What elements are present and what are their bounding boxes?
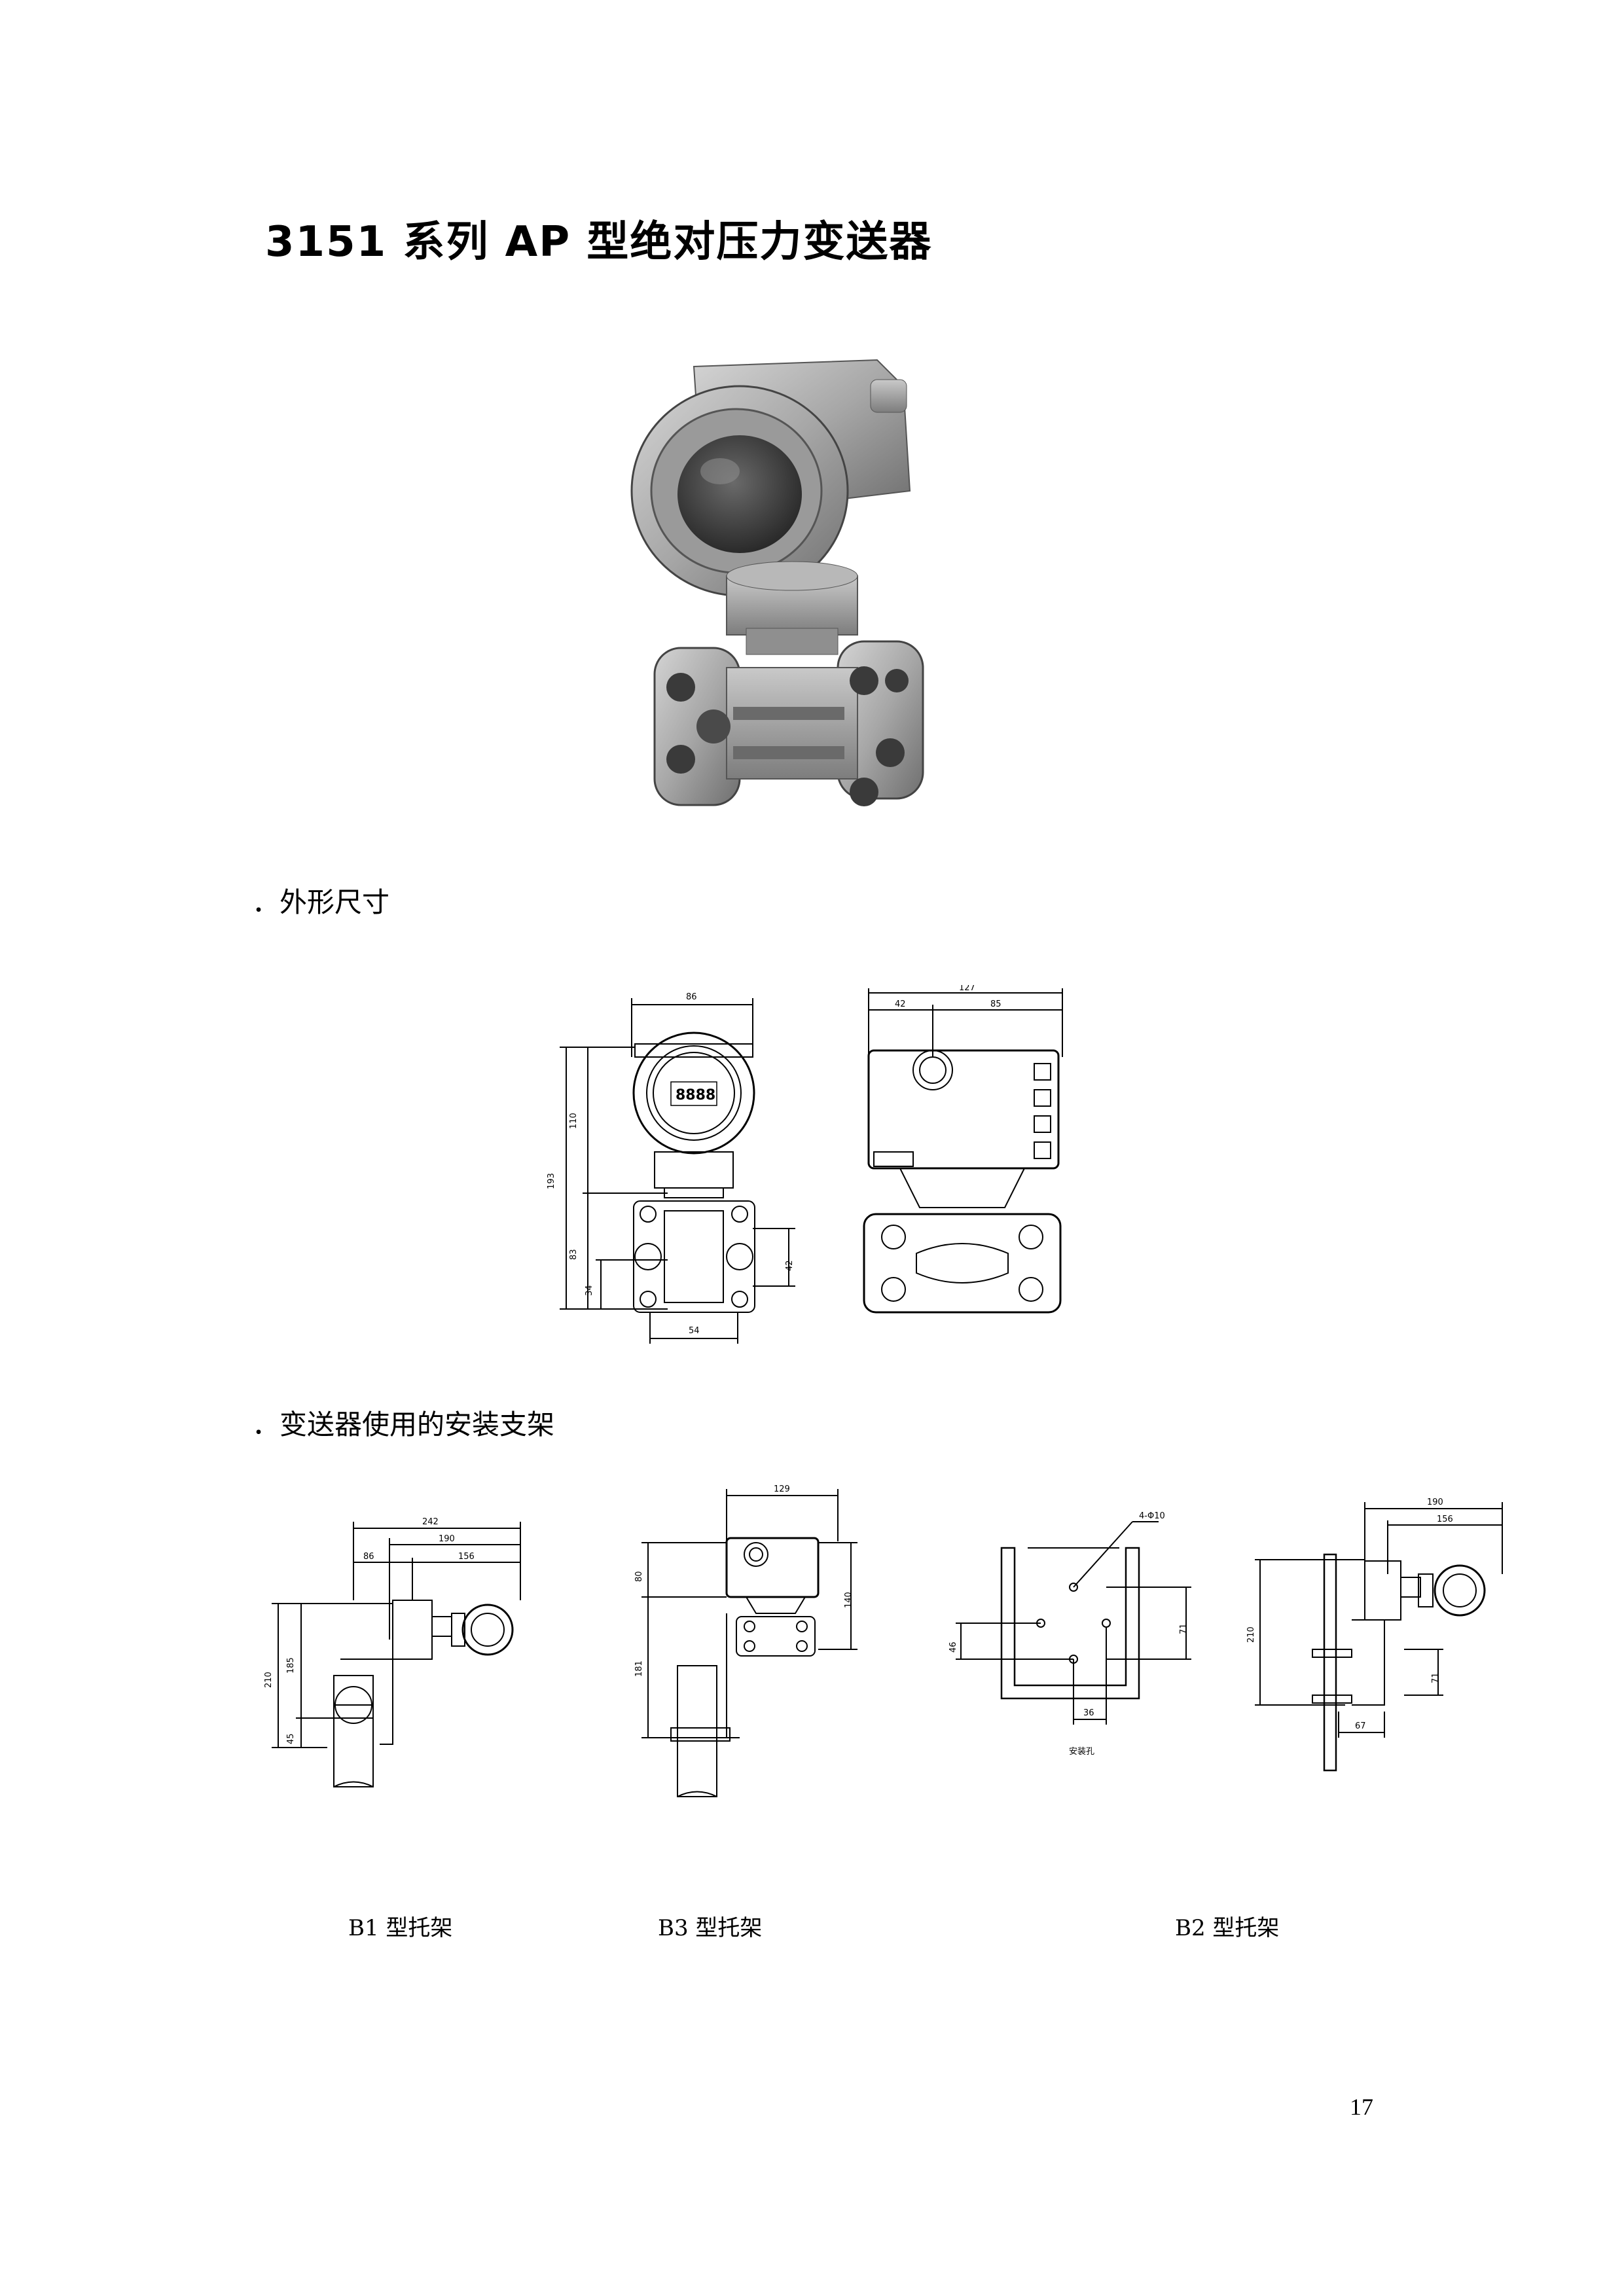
dim-36: 36 — [1083, 1708, 1094, 1718]
dim-54: 54 — [689, 1326, 700, 1336]
caption-b3: B3 型托架 — [658, 1915, 763, 1941]
dim-110: 110 — [569, 1113, 579, 1129]
mounting-holes-label: 安装孔 — [1069, 1747, 1094, 1757]
side-view-drawing: 127 42 85 — [854, 985, 1077, 1325]
b3-bracket-drawing: 129 80 181 140 — [628, 1482, 877, 1803]
dim-210: 210 — [264, 1672, 274, 1688]
dim-46: 46 — [948, 1641, 958, 1653]
dim-242: 242 — [422, 1517, 439, 1527]
page-title: 3151 系列 AP 型绝对压力变送器 — [265, 218, 933, 266]
dim-185: 185 — [286, 1657, 296, 1674]
dim-45: 45 — [286, 1733, 296, 1744]
dim-85: 85 — [990, 999, 1001, 1009]
dim-86-b1: 86 — [363, 1552, 374, 1562]
page-number: 17 — [1350, 2094, 1373, 2120]
dim-129: 129 — [774, 1484, 790, 1494]
dim-193: 193 — [547, 1173, 556, 1189]
lcd-digits: 8888 — [676, 1087, 715, 1103]
dim-71: 71 — [1179, 1623, 1189, 1634]
dim-156-b2: 156 — [1437, 1515, 1453, 1524]
dim-86: 86 — [686, 992, 697, 1002]
dim-71-b2: 71 — [1431, 1672, 1441, 1683]
mounting-plate-drawing: 4-Φ10 46 71 36 安装孔 — [943, 1496, 1218, 1784]
section-heading-brackets: ．变送器使用的安装支架 — [252, 1408, 555, 1441]
b2-bracket-drawing: 190 156 210 71 67 — [1247, 1496, 1522, 1784]
front-view-drawing: 86 193 110 83 34 8888 42 54 — [537, 985, 812, 1352]
section-heading-dimensions: ．外形尺寸 — [252, 886, 390, 918]
b1-bracket-drawing: 242 190 86 156 210 185 45 — [262, 1509, 537, 1797]
dim-210-b2: 210 — [1247, 1626, 1256, 1643]
hole-spec: 4-Φ10 — [1139, 1511, 1165, 1521]
dim-83: 83 — [569, 1249, 579, 1260]
dim-140: 140 — [844, 1592, 854, 1608]
dim-190: 190 — [439, 1534, 455, 1544]
caption-b2: B2 型托架 — [1175, 1915, 1280, 1941]
dim-181: 181 — [634, 1660, 644, 1677]
dim-42-side: 42 — [895, 999, 906, 1009]
dim-67: 67 — [1355, 1721, 1366, 1731]
dim-127: 127 — [959, 985, 975, 993]
dim-42: 42 — [785, 1260, 795, 1271]
dim-34: 34 — [585, 1285, 594, 1296]
dim-80: 80 — [634, 1571, 644, 1582]
dim-190-b2: 190 — [1427, 1498, 1443, 1507]
transmitter-photo — [628, 340, 956, 838]
dim-156: 156 — [458, 1552, 475, 1562]
caption-b1: B1 型托架 — [348, 1915, 453, 1941]
